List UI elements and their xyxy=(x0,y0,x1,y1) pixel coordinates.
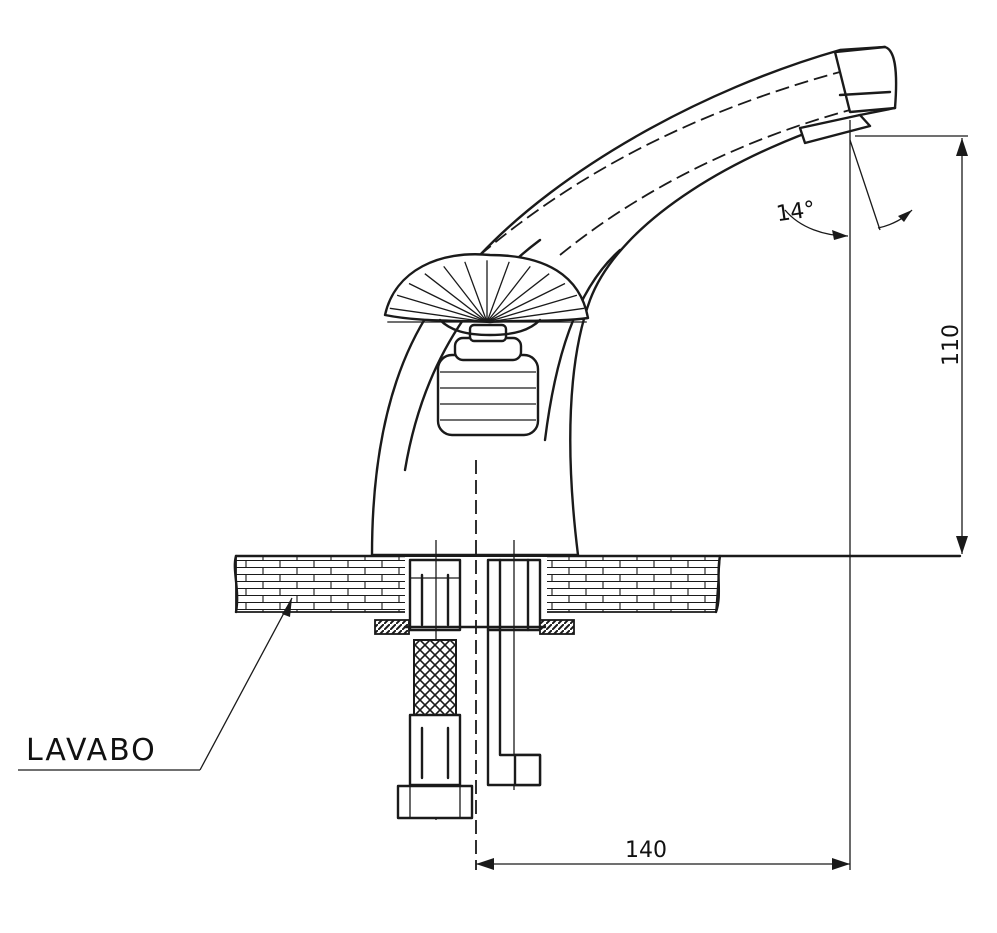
knob-rib xyxy=(424,273,488,323)
dimension-reach: 140 xyxy=(476,838,850,870)
knob-rib xyxy=(486,273,550,323)
basin-label-text: LAVABO xyxy=(26,733,157,768)
knob-rib xyxy=(408,282,488,323)
dimension-angle: 14° xyxy=(775,139,913,240)
knob-rib xyxy=(486,282,566,323)
supply-hose xyxy=(396,540,474,820)
knob-rib xyxy=(443,266,488,323)
knob-rib xyxy=(464,261,488,323)
basin-label: LAVABO xyxy=(18,597,293,771)
knob-rib xyxy=(486,294,578,323)
basin-countertop xyxy=(233,554,962,614)
mounting-rod xyxy=(486,540,542,790)
valve-cartridge xyxy=(436,323,540,437)
handle-knob xyxy=(383,253,590,337)
dimension-angle-text: 14° xyxy=(775,197,817,227)
dimension-reach-text: 140 xyxy=(625,838,667,863)
gasket xyxy=(374,619,575,635)
knob-rib xyxy=(396,294,488,323)
dimension-height: 110 xyxy=(855,135,968,554)
knob-rib xyxy=(389,307,488,323)
knob-rib xyxy=(486,307,585,323)
knob-rib xyxy=(486,266,531,323)
dimension-height-text: 110 xyxy=(939,324,964,366)
knob-rib xyxy=(486,261,510,323)
